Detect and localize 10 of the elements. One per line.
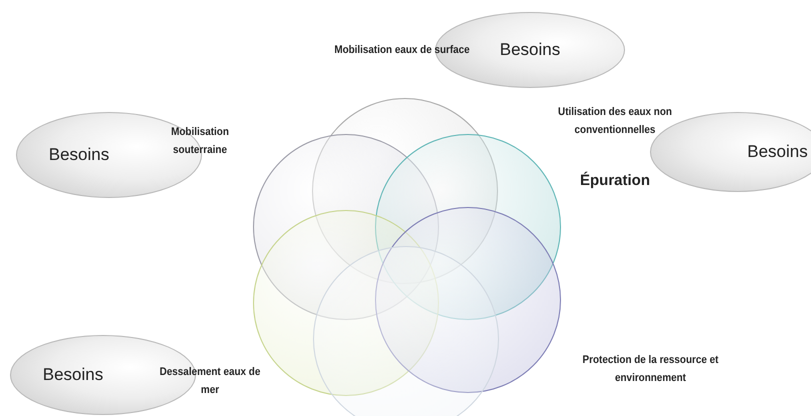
text-label: Protection de la ressource et environnement (582, 353, 720, 386)
text-label: Mobilisation souterraine (170, 125, 230, 158)
text-label: Mobilisation eaux de surface (333, 43, 471, 58)
node-label: Besoins (500, 40, 560, 60)
text-label: Utilisation des eaux non conventionnelles (557, 105, 673, 138)
text-label: Épuration (579, 172, 651, 190)
node-label: Besoins (48, 145, 110, 165)
node-label: Besoins (42, 365, 104, 385)
text-label: Dessalement eaux de mer (158, 365, 262, 398)
node-label: Besoins (747, 142, 808, 162)
